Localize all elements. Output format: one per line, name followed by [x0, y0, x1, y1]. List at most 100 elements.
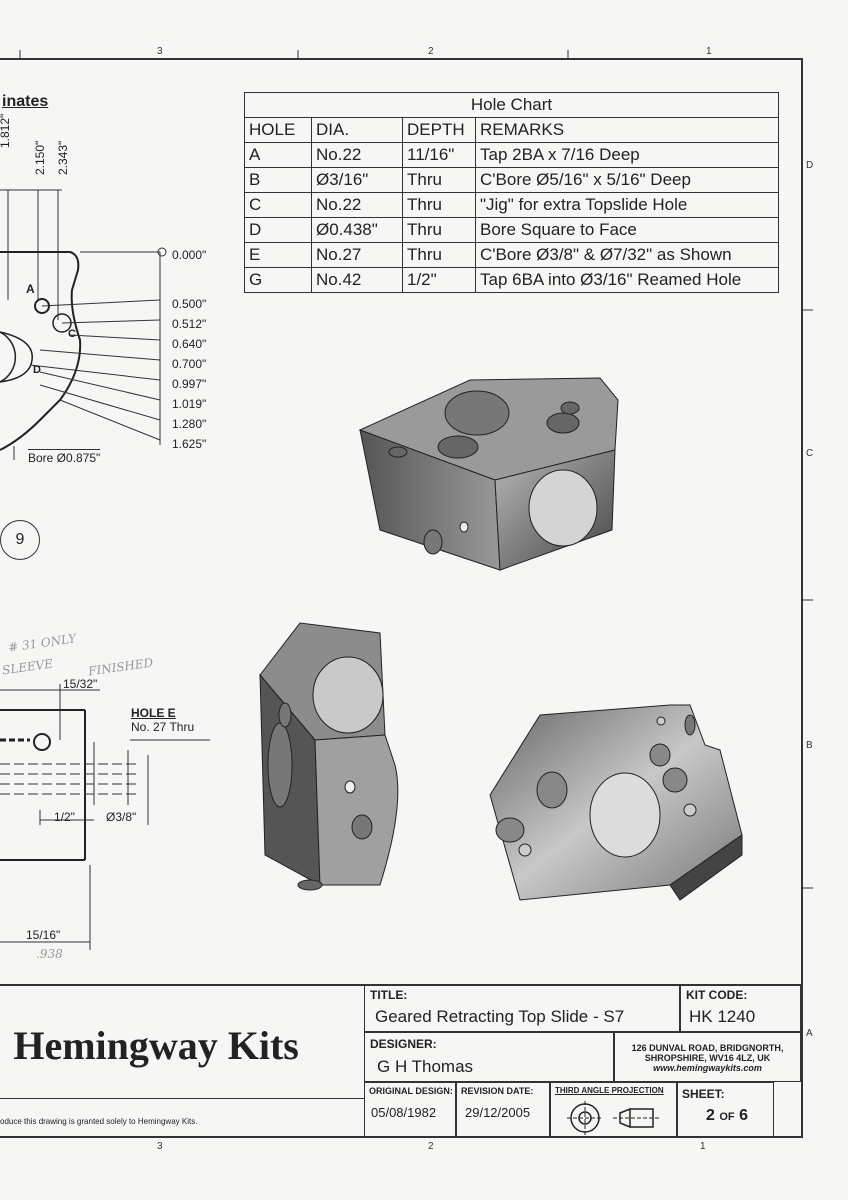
ordinate-0500: 0.500": [172, 297, 207, 311]
website: www.hemingwaykits.com: [653, 1063, 762, 1073]
original-design-date: 05/08/1982: [371, 1105, 437, 1120]
ordinate-1019: 1.019": [172, 397, 207, 411]
zone-number-top-3: 3: [157, 46, 163, 57]
cell: No.27: [311, 242, 403, 268]
isometric-render-bottom: [489, 704, 743, 901]
cell: Thru: [402, 242, 476, 268]
dim-15-32: 15/32": [63, 677, 98, 691]
label-hole-d: D: [33, 364, 41, 376]
cell: Bore Square to Face: [475, 217, 779, 243]
ordinate-1625: 1.625": [172, 437, 207, 451]
address-line-1: 126 DUNVAL ROAD, BRIDGNORTH,: [631, 1043, 784, 1053]
sheet-cell: SHEET: 2 OF 6: [677, 1082, 774, 1138]
zone-letter-a: A: [806, 1028, 813, 1039]
dim-half: 1/2": [54, 810, 75, 824]
title-cell: TITLE: Geared Retracting Top Slide - S7: [364, 984, 680, 1032]
revision-date: 29/12/2005: [465, 1105, 531, 1120]
title-block: [0, 984, 803, 1140]
designer-name: G H Thomas: [377, 1057, 474, 1076]
dim-2150: 2.150": [33, 140, 47, 175]
projection-cell: THIRD ANGLE PROJECTION: [550, 1082, 677, 1138]
cell: D: [244, 217, 312, 243]
ordinate-0997: 0.997": [172, 377, 207, 391]
sheet-number: 2 OF 6: [706, 1107, 748, 1125]
cell: Tap 6BA into Ø3/16" Reamed Hole: [475, 267, 779, 293]
coordinates-heading: inates: [2, 93, 49, 110]
original-design-label: ORIGINAL DESIGN:: [369, 1086, 453, 1096]
cell: Thru: [402, 217, 476, 243]
cell: 1/2": [402, 267, 476, 293]
cell: Tap 2BA x 7/16 Deep: [475, 142, 779, 168]
zone-number-top-1: 1: [706, 46, 712, 57]
hole-e-title: HOLE E: [131, 706, 176, 720]
designer-label: DESIGNER:: [370, 1037, 437, 1051]
ordinate-0512: 0.512": [172, 317, 207, 331]
revision-date-cell: REVISION DATE: 29/12/2005: [456, 1082, 550, 1138]
divider: [0, 1098, 364, 1099]
kit-code-cell: KIT CODE: HK 1240: [680, 984, 801, 1032]
ordinate-0700: 0.700": [172, 357, 207, 371]
address-line-2: SHROPSHIRE, WV16 4LZ, UK: [644, 1053, 771, 1063]
title-label: TITLE:: [370, 988, 408, 1002]
cell: "Jig" for extra Topslide Hole: [475, 192, 779, 218]
top-zone-ticks: [19, 50, 569, 60]
sheet-of: OF: [719, 1111, 735, 1123]
dim-1812: 1.812": [0, 113, 12, 148]
zone-number-top-2: 2: [428, 46, 434, 57]
cell: G: [244, 267, 312, 293]
label-hole-c: C: [68, 328, 76, 340]
section-view: [0, 684, 210, 950]
zone-number-bottom-1: 1: [700, 1141, 706, 1152]
hole-chart-header: HOLE DIA. DEPTH REMARKS: [244, 117, 779, 143]
ordinate-0640: 0.640": [172, 337, 207, 351]
zone-letter-c: C: [806, 448, 814, 459]
ordinate-0000: 0.000": [172, 248, 207, 262]
hole-e-desc: No. 27 Thru: [131, 720, 195, 734]
brand-logo-text: : Hemingway Kits: [0, 1022, 299, 1069]
cell: E: [244, 242, 312, 268]
drawing-title: Geared Retracting Top Slide - S7: [375, 1007, 625, 1026]
projection-label: THIRD ANGLE PROJECTION: [555, 1086, 664, 1095]
cell: C: [244, 192, 312, 218]
cell: C'Bore Ø5/16" x 5/16" Deep: [475, 167, 779, 193]
sheet-num: 2: [706, 1107, 715, 1124]
ordinate-view: [0, 189, 167, 460]
header-dia: DIA.: [311, 117, 403, 143]
cell: Ø3/16": [311, 167, 403, 193]
cell: A: [244, 142, 312, 168]
cell: Ø0.438": [311, 217, 403, 243]
zone-letter-b: B: [806, 740, 813, 751]
isometric-render-side: [259, 622, 399, 891]
header-remarks: REMARKS: [475, 117, 779, 143]
copyright-notice: oduce this drawing is granted solely to …: [0, 1117, 198, 1126]
cell: Thru: [402, 167, 476, 193]
cell: 11/16": [402, 142, 476, 168]
dim-3-8: Ø3/8": [106, 810, 137, 824]
isometric-render-top: [358, 377, 619, 571]
ordinate-1280: 1.280": [172, 417, 207, 431]
handwritten-note-4: .938: [36, 947, 63, 961]
cell: No.22: [311, 192, 403, 218]
brand-name: Hemingway Kits: [13, 1023, 299, 1068]
cell: C'Bore Ø3/8" & Ø7/32" as Shown: [475, 242, 779, 268]
revision-date-label: REVISION DATE:: [461, 1086, 534, 1096]
hole-chart-title: Hole Chart: [244, 92, 779, 118]
kit-code-label: KIT CODE:: [686, 988, 748, 1002]
dim-2343: 2.343": [56, 140, 70, 175]
designer-cell: DESIGNER: G H Thomas: [364, 1032, 614, 1082]
header-depth: DEPTH: [402, 117, 476, 143]
label-bore: Bore Ø0.875": [28, 449, 101, 465]
cell: No.22: [311, 142, 403, 168]
third-angle-projection-icon: [567, 1101, 660, 1135]
kit-code: HK 1240: [689, 1007, 756, 1026]
cell: B: [244, 167, 312, 193]
cell: No.42: [311, 267, 403, 293]
view-number-badge: 9: [0, 520, 40, 560]
cell: Thru: [402, 192, 476, 218]
